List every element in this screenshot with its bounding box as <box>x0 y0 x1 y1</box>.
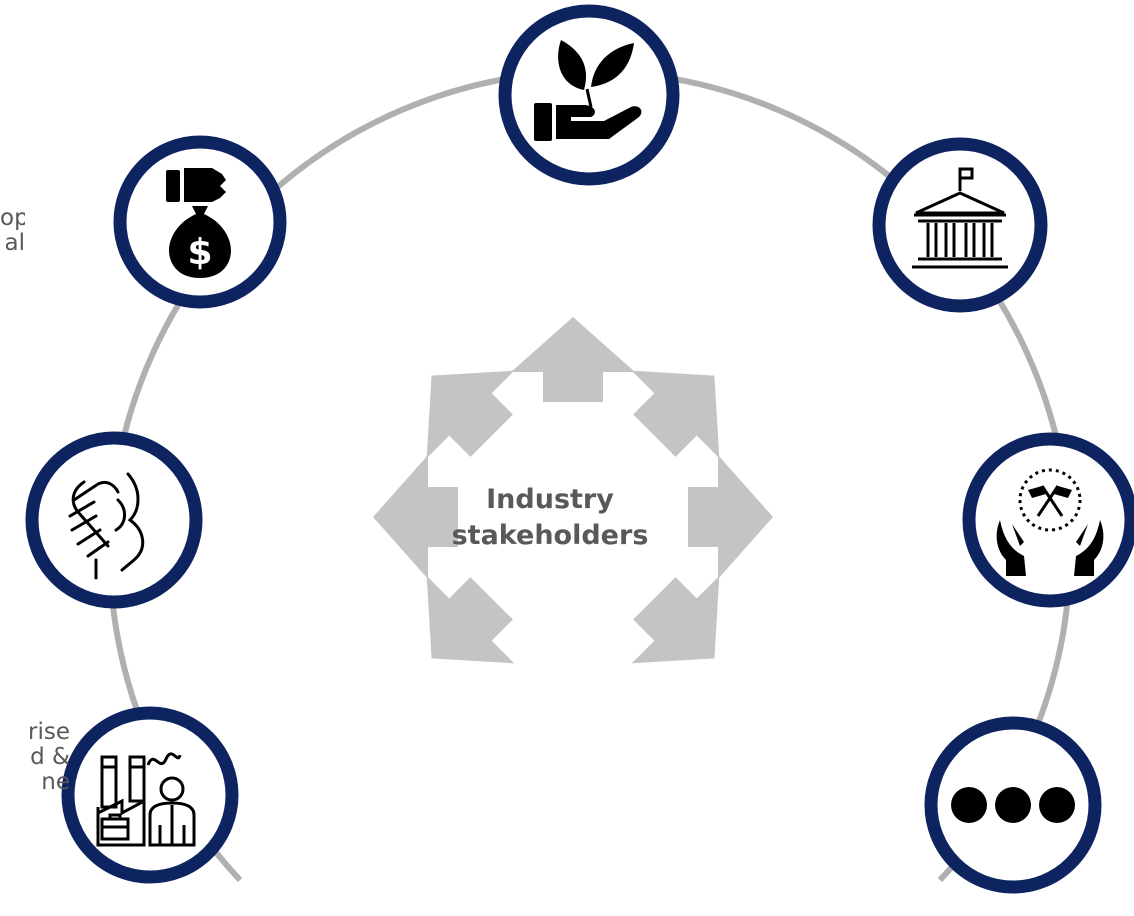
node-handshake <box>25 431 203 609</box>
node-plant-in-hand <box>498 4 680 186</box>
arrow-ring <box>373 317 773 664</box>
arrow-up-left <box>426 370 515 459</box>
more-icon <box>951 787 1075 823</box>
arrow-right <box>688 455 773 579</box>
center-label-line2: stakeholders <box>451 520 649 551</box>
node-hands-with-flags <box>962 432 1134 608</box>
arrow-up <box>511 317 635 402</box>
hands-with-flags-icon <box>996 468 1104 576</box>
handshake-icon <box>68 472 145 580</box>
government-building-icon <box>912 167 1008 269</box>
arrow-down-left <box>426 575 515 664</box>
svg-text:$: $ <box>187 232 212 273</box>
factory-worker-icon <box>96 752 196 847</box>
node-government-building <box>872 137 1048 313</box>
money-bag-icon: $ <box>166 168 231 278</box>
arrow-up-right <box>631 370 720 459</box>
arrow-down-right <box>631 575 720 664</box>
center-label: Industry stakeholders <box>440 482 660 554</box>
center-label-line1: Industry <box>486 484 614 515</box>
arrow-left <box>373 455 458 579</box>
left-bottom-text-fragment: rise d & ne <box>28 720 70 795</box>
node-more <box>924 716 1102 894</box>
node-money-bag: $ <box>113 135 287 309</box>
left-top-text-fragment: op al <box>0 206 25 256</box>
node-factory-worker <box>61 706 239 884</box>
plant-in-hand-icon <box>534 40 642 141</box>
